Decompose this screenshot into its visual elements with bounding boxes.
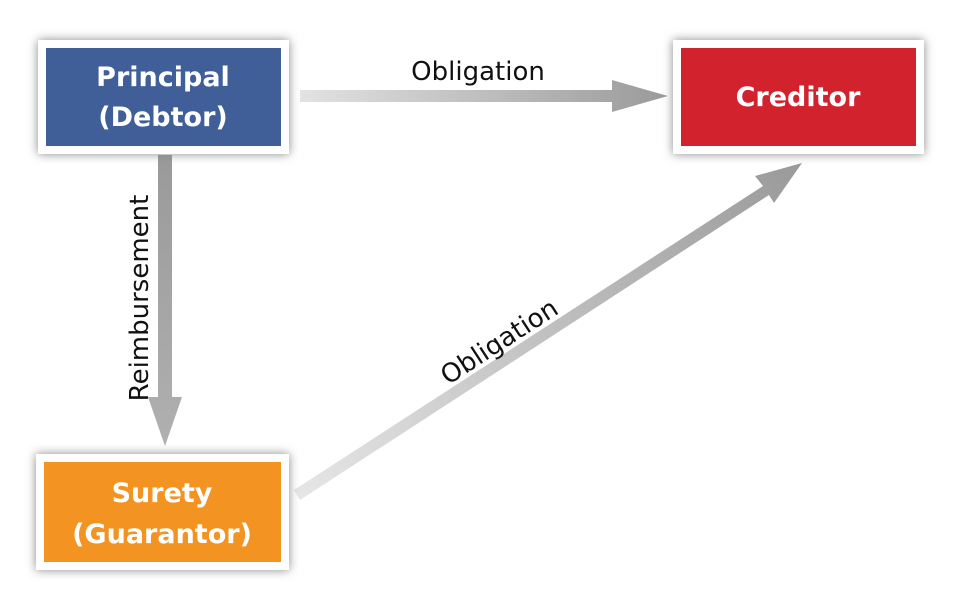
principal-box-fill [46, 48, 281, 146]
arrow-surety-to-creditor [294, 163, 802, 500]
node-creditor [673, 40, 924, 154]
label-principal-to-surety: Reimbursement [125, 195, 155, 402]
surety-label: Surety [112, 478, 213, 509]
principal-sublabel: (Debtor) [98, 102, 228, 133]
arrow-shaft-vertical [148, 155, 182, 446]
node-surety [36, 454, 289, 570]
surety-sublabel: (Guarantor) [72, 519, 252, 550]
label-principal-to-creditor: Obligation [411, 57, 545, 87]
arrow-principal-to-creditor [300, 80, 668, 112]
arrow-shaft-horizontal [300, 80, 668, 112]
arrow-shaft-diagonal [294, 163, 802, 500]
surety-box-fill [44, 462, 281, 562]
creditor-box-fill [681, 48, 916, 146]
principal-label: Principal [96, 62, 230, 93]
node-principal [38, 40, 289, 154]
creditor-label: Creditor [736, 82, 861, 113]
label-surety-to-creditor: Obligation [435, 293, 563, 391]
arrow-principal-to-surety [148, 155, 182, 446]
